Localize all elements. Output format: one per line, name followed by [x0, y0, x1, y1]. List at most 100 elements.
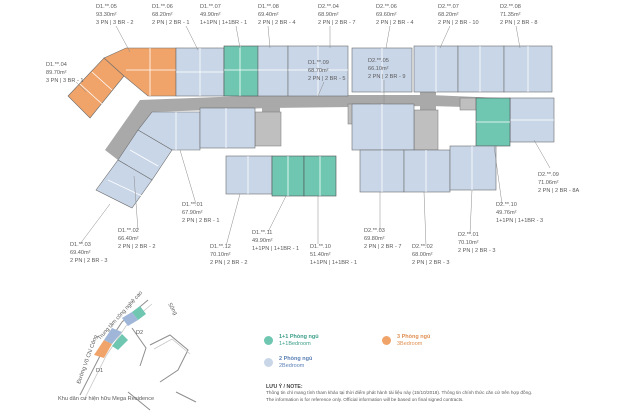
svg-text:68.70m²: 68.70m²: [308, 68, 329, 74]
unit-d1-mid[interactable]: [199, 107, 256, 149]
label-d2-02: D2.**.02 68.00m² 2 PN | 2 BR - 3: [412, 244, 450, 266]
label-d1-06: D1.**.06 68.20m² 2 PN | 2 BR - 1: [152, 4, 190, 26]
unit-d2-09[interactable]: [509, 97, 555, 143]
label-d1-11: D1.**.11 49.90m² 1+1PN | 1+1BR - 1: [252, 230, 299, 252]
svg-text:2 PN | 2 BR - 4: 2 PN | 2 BR - 4: [376, 20, 414, 26]
unit-d1-09[interactable]: [287, 45, 349, 97]
unit-d2-10[interactable]: [475, 97, 511, 147]
svg-text:2 PN | 2 BR - 5: 2 PN | 2 BR - 5: [308, 76, 346, 82]
label-d2-06: D2.**.06 69.60m² 2 PN | 2 BR - 4: [376, 4, 414, 26]
svg-text:3 PN | 3 BR - 1: 3 PN | 3 BR - 1: [46, 78, 84, 84]
label-d1-03: D1.**.03 69.40m² 2 PN | 2 BR - 3: [70, 242, 108, 264]
label-d1-10: D1.**.10 51.40m² 1+1PN | 1+1BR - 1: [310, 244, 357, 266]
svg-text:2 PN | 2 BR - 2: 2 PN | 2 BR - 2: [118, 244, 156, 250]
unit-d2-04[interactable]: [351, 47, 413, 93]
label-d1-04: D1.**.04 89.70m² 3 PN | 3 BR - 1: [46, 62, 84, 84]
unit-d2-03[interactable]: [359, 149, 405, 193]
svg-text:2 PN | 2 BR - 3: 2 PN | 2 BR - 3: [412, 260, 450, 266]
minimap-road-2: Đường Võ Chí Công: [76, 334, 99, 384]
svg-text:D1.**.04: D1.**.04: [46, 62, 67, 68]
svg-text:51.40m²: 51.40m²: [310, 252, 331, 258]
label-d1-08: D1.**.08 69.40m² 2 PN | 2 BR - 4: [258, 4, 296, 26]
legend-three-bedroom: 3 Phòng ngủ 3Bedroom: [382, 334, 430, 348]
svg-text:D2.**.05: D2.**.05: [368, 58, 389, 64]
svg-text:D2.**.08: D2.**.08: [500, 4, 521, 10]
note-line-vi: Thông tin chỉ mang tính tham khảo tại th…: [266, 390, 533, 396]
unit-d1-12[interactable]: [225, 155, 273, 195]
svg-text:3 PN | 3 BR - 2: 3 PN | 3 BR - 2: [96, 20, 134, 26]
svg-text:93.30m²: 93.30m²: [96, 12, 117, 18]
unit-d1-07[interactable]: [223, 45, 259, 97]
unit-d1-02[interactable]: [117, 129, 173, 181]
svg-text:69.40m²: 69.40m²: [258, 12, 279, 18]
minimap-road-3: Khu dân cư hiện hữu Mega Residence: [58, 396, 154, 402]
label-d1-12: D1.**.12 70.10m² 2 PN | 2 BR - 2: [210, 244, 248, 266]
unit-d2-05[interactable]: [351, 103, 415, 151]
legend-dot-orange: [382, 336, 391, 345]
label-d1-09: D1.**.09 68.70m² 2 PN | 2 BR - 5: [308, 60, 346, 82]
label-d1-05: D1.**.05 93.30m² 3 PN | 3 BR - 2: [96, 4, 134, 26]
label-d2-07: D2.**.07 68.20m² 2 PN | 2 BR - 10: [438, 4, 479, 26]
svg-text:D2.**.01: D2.**.01: [458, 232, 479, 238]
svg-text:2 PN | 2 BR - 1: 2 PN | 2 BR - 1: [152, 20, 190, 26]
legend-dot-blue: [264, 358, 273, 367]
svg-text:D2.**.02: D2.**.02: [412, 244, 433, 250]
svg-text:D1.**.08: D1.**.08: [258, 4, 279, 10]
note-title: LƯU Ý / NOTE:: [266, 384, 303, 390]
svg-text:2 PN | 2 BR - 8: 2 PN | 2 BR - 8: [500, 20, 538, 26]
leader-lines: [75, 25, 551, 247]
svg-text:D1.**.09: D1.**.09: [308, 60, 329, 66]
svg-text:49.90m²: 49.90m²: [252, 238, 273, 244]
unit-d1-01[interactable]: [137, 111, 201, 151]
minimap-d2-label: D2: [136, 330, 143, 336]
minimap-river: Sông: [166, 302, 178, 316]
svg-text:D2.**.10: D2.**.10: [496, 202, 517, 208]
svg-text:D2.**.06: D2.**.06: [376, 4, 397, 10]
label-d1-02: D1.**.02 66.40m² 2 PN | 2 BR - 2: [118, 228, 156, 250]
svg-text:68.00m²: 68.00m²: [412, 252, 433, 258]
svg-text:2 PN | 2 BR - 8A: 2 PN | 2 BR - 8A: [538, 188, 580, 194]
unit-d2-08[interactable]: [503, 45, 553, 93]
label-d2-09: D2.**.09 71.06m² 2 PN | 2 BR - 8A: [538, 172, 580, 194]
svg-text:D1.**.06: D1.**.06: [152, 4, 173, 10]
svg-text:D1.**.03: D1.**.03: [70, 242, 91, 248]
svg-text:D1.**.12: D1.**.12: [210, 244, 231, 250]
svg-text:70.10m²: 70.10m²: [210, 252, 231, 258]
svg-text:69.80m²: 69.80m²: [364, 236, 385, 242]
unit-d1-08[interactable]: [257, 45, 289, 97]
svg-text:89.70m²: 89.70m²: [46, 70, 67, 76]
svg-text:1+1PN | 1+1BR - 3: 1+1PN | 1+1BR - 3: [496, 218, 543, 224]
label-d2-04: D2.**.04 68.90m² 2 PN | 2 BR - 7: [318, 4, 356, 26]
svg-text:D1.**.10: D1.**.10: [310, 244, 331, 250]
svg-text:71.06m²: 71.06m²: [538, 180, 559, 186]
svg-text:D1.**.05: D1.**.05: [96, 4, 117, 10]
unit-d1-11[interactable]: [271, 155, 305, 197]
svg-text:69.40m²: 69.40m²: [70, 250, 91, 256]
label-d2-01: D2.**.01 70.10m² 2 PN | 2 BR - 3: [458, 232, 496, 254]
legend-one-plus-one: 1+1 Phòng ngủ 1+1Bedroom: [264, 334, 319, 348]
svg-text:49.76m²: 49.76m²: [496, 210, 517, 216]
unit-d2-01[interactable]: [449, 145, 497, 191]
unit-d1-03[interactable]: [95, 159, 153, 209]
note-line-en: The information is for reference only. O…: [266, 396, 464, 402]
unit-d2-02[interactable]: [403, 149, 451, 193]
legend-two-bedroom: 2 Phòng ngủ 2Bedroom: [264, 356, 312, 370]
unit-d1-10[interactable]: [303, 155, 337, 197]
unit-d2-06[interactable]: [413, 45, 459, 93]
unit-d1-06[interactable]: [175, 47, 225, 97]
legend-dot-teal: [264, 336, 273, 345]
label-d2-10: D2.**.10 49.76m² 1+1PN | 1+1BR - 3: [496, 202, 543, 224]
svg-text:2 PN | 2 BR - 1: 2 PN | 2 BR - 1: [182, 218, 220, 224]
svg-text:D1.**.11: D1.**.11: [252, 230, 272, 236]
svg-text:69.60m²: 69.60m²: [376, 12, 397, 18]
label-d2-05: D2.**.05 66.10m² 2 PN | 2 BR - 9: [368, 58, 406, 80]
svg-text:1+1PN | 1+1BR - 1: 1+1PN | 1+1BR - 1: [252, 246, 299, 252]
svg-text:2 PN | 2 BR - 7: 2 PN | 2 BR - 7: [318, 20, 356, 26]
svg-text:D1.**.07: D1.**.07: [200, 4, 221, 10]
svg-text:2 PN | 2 BR - 2: 2 PN | 2 BR - 2: [210, 260, 248, 266]
unit-d2-07[interactable]: [457, 45, 505, 93]
svg-text:49.90m²: 49.90m²: [200, 12, 221, 18]
svg-text:1+1PN | 1+1BR - 1: 1+1PN | 1+1BR - 1: [200, 20, 247, 26]
svg-text:67.90m²: 67.90m²: [182, 210, 203, 216]
